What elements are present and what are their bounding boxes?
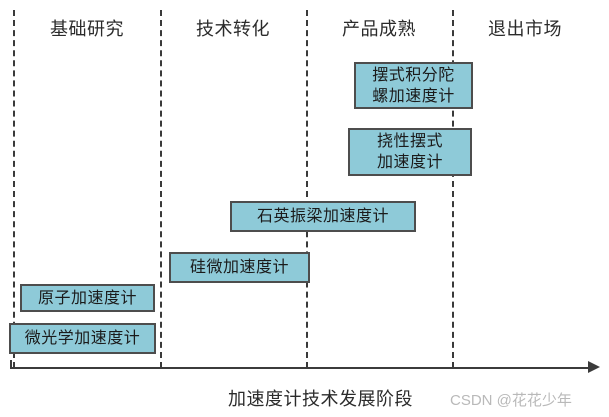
stage-divider-2 xyxy=(160,10,162,368)
stage-header-basic-research: 基础研究 xyxy=(50,19,124,39)
tech-box-quartz-vibrating-beam-accelerometer[interactable]: 石英振梁加速度计 xyxy=(230,201,416,232)
stage-header-product-maturity: 产品成熟 xyxy=(342,19,416,39)
stage-divider-1 xyxy=(13,10,15,368)
tech-box-pendulous-integrating-gyro-accelerometer[interactable]: 摆式积分陀 螺加速度计 xyxy=(354,62,473,109)
stage-divider-4 xyxy=(452,10,454,368)
csdn-watermark: CSDN @花花少年 xyxy=(450,392,572,409)
stage-header-market-exit: 退出市场 xyxy=(488,19,562,39)
stage-divider-3 xyxy=(306,10,308,368)
stage-header-technology-transfer: 技术转化 xyxy=(196,19,270,39)
tech-box-flexible-pendulous-accelerometer[interactable]: 挠性摆式 加速度计 xyxy=(348,128,472,176)
tech-box-micro-optical-accelerometer[interactable]: 微光学加速度计 xyxy=(9,323,156,354)
timeline-axis xyxy=(10,367,590,369)
axis-origin-tick xyxy=(10,360,12,369)
tech-box-atomic-accelerometer[interactable]: 原子加速度计 xyxy=(20,284,155,312)
axis-caption: 加速度计技术发展阶段 xyxy=(228,389,413,409)
axis-arrow-icon xyxy=(588,361,600,373)
tech-box-silicon-micro-accelerometer[interactable]: 硅微加速度计 xyxy=(169,252,310,283)
